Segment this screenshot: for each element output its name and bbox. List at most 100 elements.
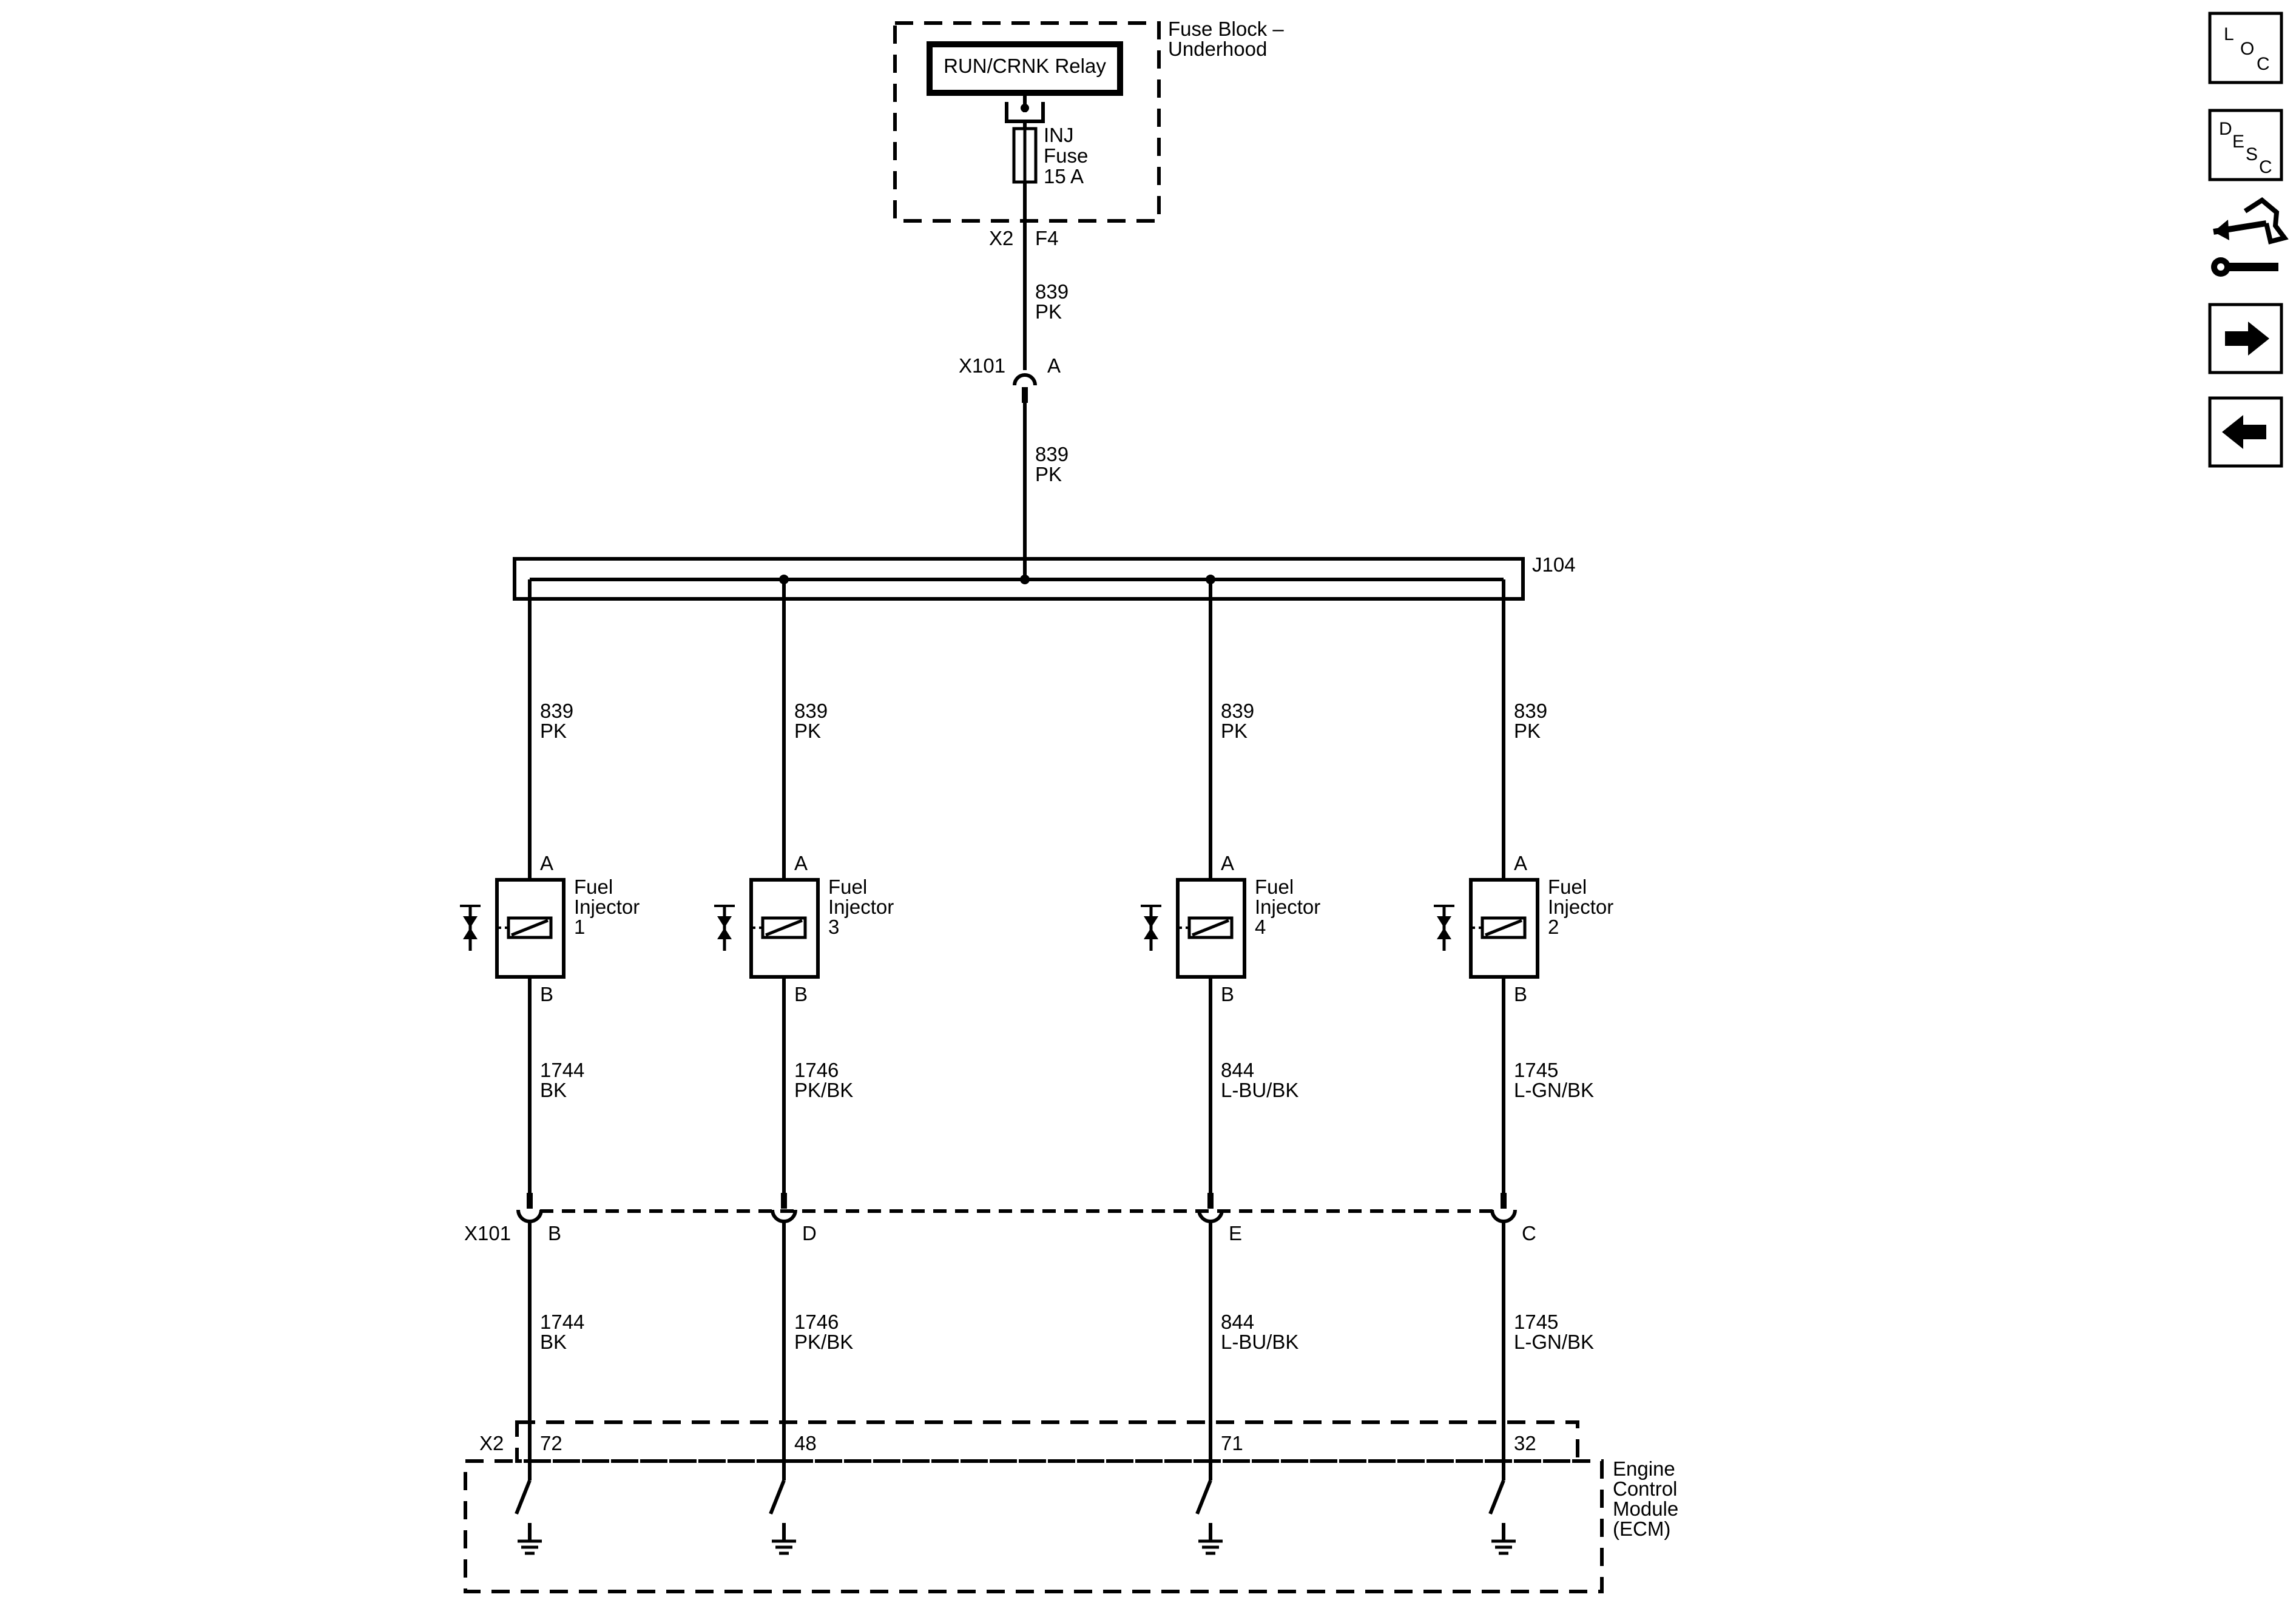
splice-pack-outline <box>513 557 1525 601</box>
supply-wire-circuit: 839 <box>794 700 828 722</box>
injector-valve-icon <box>714 905 735 951</box>
lower-wire-circuit: 1746 <box>794 1311 839 1333</box>
ecm-label-line2: Control <box>1613 1477 1677 1500</box>
control-wire-color: PK/BK <box>794 1079 853 1101</box>
injector-name-line1: Fuel <box>574 876 613 898</box>
loc-letter-l: L <box>2224 24 2234 44</box>
injector-valve-icon <box>460 905 481 951</box>
injector-pin-a: A <box>540 852 553 874</box>
lower-wire-circuit: 1744 <box>540 1311 584 1333</box>
ground-icon <box>1198 1523 1223 1555</box>
ecm-driver-switch <box>515 1479 532 1515</box>
lower-wire-color: L-BU/BK <box>1221 1331 1298 1353</box>
x101-pin: D <box>802 1222 817 1244</box>
supply-wire-circuit: 839 <box>1514 700 1547 722</box>
supply-wire-color: PK <box>1221 720 1248 742</box>
inj-fuse-label-line2: Fuse <box>1044 144 1088 167</box>
fuse-block-title-line2: Underhood <box>1168 38 1267 60</box>
x101-top-pin: A <box>1047 354 1061 377</box>
fuse-block-pin-label: F4 <box>1035 227 1059 249</box>
injector-circuit-3: 839 PK A Fuel Injector 3 B 1746 PK/BK D … <box>714 579 894 1555</box>
inj-fuse-label-line1: INJ <box>1044 124 1074 146</box>
feed-wire-lower-circuit: 839 <box>1035 443 1069 465</box>
ecm-connector-outline <box>515 1420 1579 1463</box>
injector-pin-a: A <box>1221 852 1234 874</box>
x101-connector-a-symbol <box>1013 373 1037 386</box>
lower-wire-circuit: 1745 <box>1514 1311 1558 1333</box>
ground-icon <box>1491 1523 1516 1555</box>
injector-name-line2: Injector <box>828 896 894 918</box>
x101-pin: B <box>548 1222 561 1244</box>
ground-icon <box>772 1523 796 1555</box>
injector-valve-icon <box>1141 905 1161 951</box>
fuse-block-underhood: Fuse Block – Underhood RUN/CRNK Relay IN… <box>893 18 1284 249</box>
desc-letter-s: S <box>2246 144 2258 164</box>
lower-wire-color: PK/BK <box>794 1331 853 1353</box>
injector-circuit-1: 839 PK A Fuel Injector 1 B 1744 BK B 174… <box>460 579 640 1555</box>
ecm-label-line3: Module <box>1613 1497 1678 1520</box>
control-wire-circuit: 1745 <box>1514 1059 1558 1081</box>
injector-name-line1: Fuel <box>828 876 867 898</box>
feed-wire-839: 839 PK X101 A 839 PK <box>959 221 1069 579</box>
fuse-block-connector-label: X2 <box>989 227 1013 249</box>
ecm-pin: 48 <box>794 1432 817 1454</box>
ecm-driver-switch <box>769 1479 786 1515</box>
ecm-label-line4: (ECM) <box>1613 1517 1670 1540</box>
control-wire-color: BK <box>540 1079 567 1101</box>
injector-pin-b: B <box>540 983 553 1005</box>
ecm-driver-switch <box>1195 1479 1212 1515</box>
injector-number: 4 <box>1255 916 1266 938</box>
lower-wire-color: BK <box>540 1331 567 1353</box>
control-wire-circuit: 1744 <box>540 1059 584 1081</box>
ecm-pin: 71 <box>1221 1432 1243 1454</box>
feed-wire-upper-circuit: 839 <box>1035 280 1069 303</box>
supply-wire-color: PK <box>794 720 821 742</box>
next-page-button[interactable] <box>2208 303 2283 374</box>
injector-pin-b: B <box>794 983 808 1005</box>
x101-connector-symbol <box>516 1209 543 1223</box>
splice-label: J104 <box>1532 553 1576 576</box>
injector-number: 1 <box>574 916 585 938</box>
desc-letter-d: D <box>2219 119 2232 139</box>
loc-letter-o: O <box>2240 39 2254 59</box>
loc-button[interactable]: L O C <box>2208 12 2283 84</box>
fuse-block-title-line1: Fuse Block – <box>1168 18 1284 40</box>
previous-page-button[interactable] <box>2208 396 2283 468</box>
injector-pin-b: B <box>1514 983 1527 1005</box>
ecm-outline <box>464 1459 1604 1593</box>
x101-pin: C <box>1522 1222 1536 1244</box>
desc-button[interactable]: D E S C <box>2208 109 2283 181</box>
arrow-right-icon <box>2225 322 2269 356</box>
inj-fuse-label-line3: 15 A <box>1044 165 1084 187</box>
supply-wire-circuit: 839 <box>540 700 573 722</box>
engine-control-module: X2 Engine Control Module (ECM) <box>464 1420 1678 1593</box>
ecm-connector-label: X2 <box>479 1432 504 1454</box>
x101-connector-symbol <box>1490 1209 1517 1223</box>
ecm-pin: 72 <box>540 1432 562 1454</box>
x101-bottom-name: X101 <box>464 1222 511 1244</box>
ecm-driver-switch <box>1488 1479 1505 1515</box>
x101-pin: E <box>1229 1222 1242 1244</box>
injector-pin-b: B <box>1221 983 1234 1005</box>
arrow-left-icon <box>2222 415 2266 449</box>
injector-name-line2: Injector <box>1255 896 1320 918</box>
feed-wire-upper-color: PK <box>1035 300 1062 323</box>
x101-top-name: X101 <box>959 354 1005 377</box>
desc-letter-c: C <box>2259 157 2272 177</box>
injector-name-line2: Injector <box>1548 896 1613 918</box>
injector-circuit-2: 839 PK A Fuel Injector 2 B 1745 L-GN/BK … <box>1434 579 1613 1555</box>
lower-wire-circuit: 844 <box>1221 1311 1254 1333</box>
control-wire-color: L-GN/BK <box>1514 1079 1594 1101</box>
lower-wire-color: L-GN/BK <box>1514 1331 1594 1353</box>
control-wire-circuit: 844 <box>1221 1059 1254 1081</box>
run-crnk-relay-label: RUN/CRNK Relay <box>944 55 1106 77</box>
injector-number: 2 <box>1548 916 1559 938</box>
injector-pin-a: A <box>1514 852 1527 874</box>
ecm-label-line1: Engine <box>1613 1457 1675 1480</box>
supply-wire-color: PK <box>1514 720 1541 742</box>
desc-letter-e: E <box>2232 132 2244 152</box>
connector-wrench-icon[interactable] <box>2211 197 2289 277</box>
control-wire-circuit: 1746 <box>794 1059 839 1081</box>
supply-wire-circuit: 839 <box>1221 700 1254 722</box>
